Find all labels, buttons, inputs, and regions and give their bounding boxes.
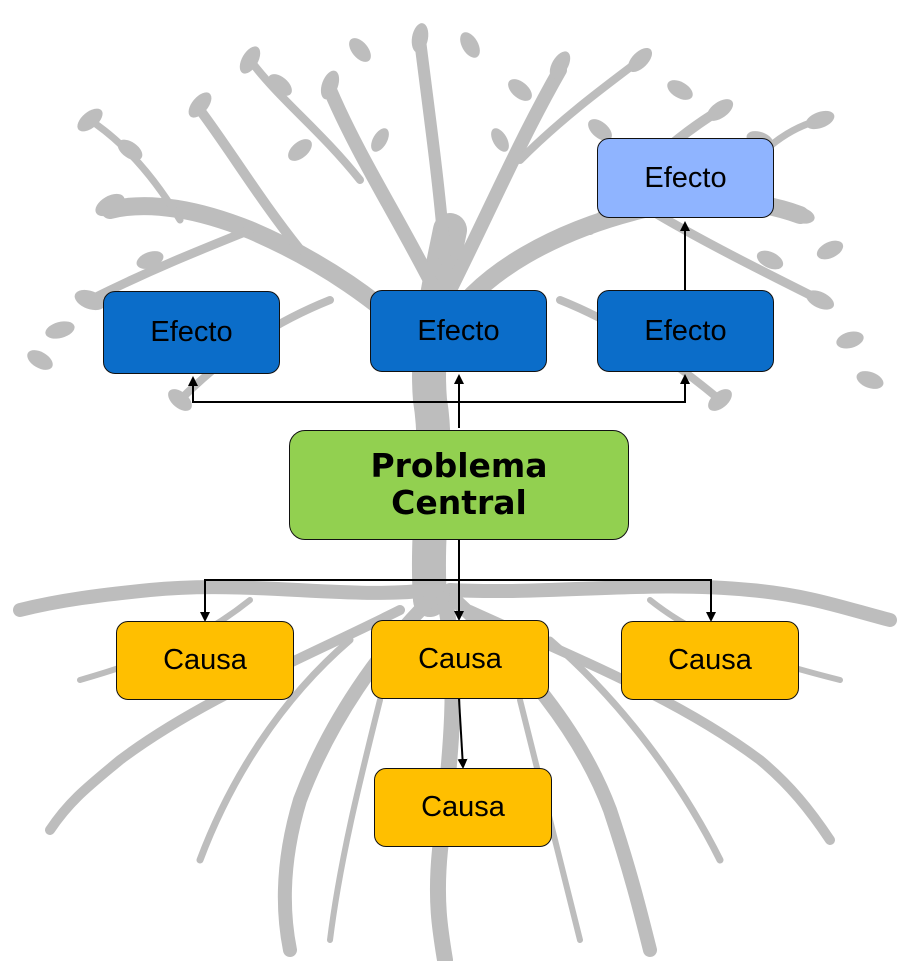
efecto-right-node: Efecto [597,290,774,372]
efecto-top-node: Efecto [597,138,774,218]
efecto-left-node: Efecto [103,291,280,374]
central-line-2: Central [391,483,527,522]
problema-central-node: Problema Central [289,430,629,540]
causa-middle-node: Causa [371,620,549,699]
causa-bottom-node: Causa [374,768,552,847]
causa-left-node: Causa [116,621,294,700]
central-line-1: Problema [370,446,548,486]
efecto-middle-node: Efecto [370,290,547,372]
causa-right-node: Causa [621,621,799,700]
